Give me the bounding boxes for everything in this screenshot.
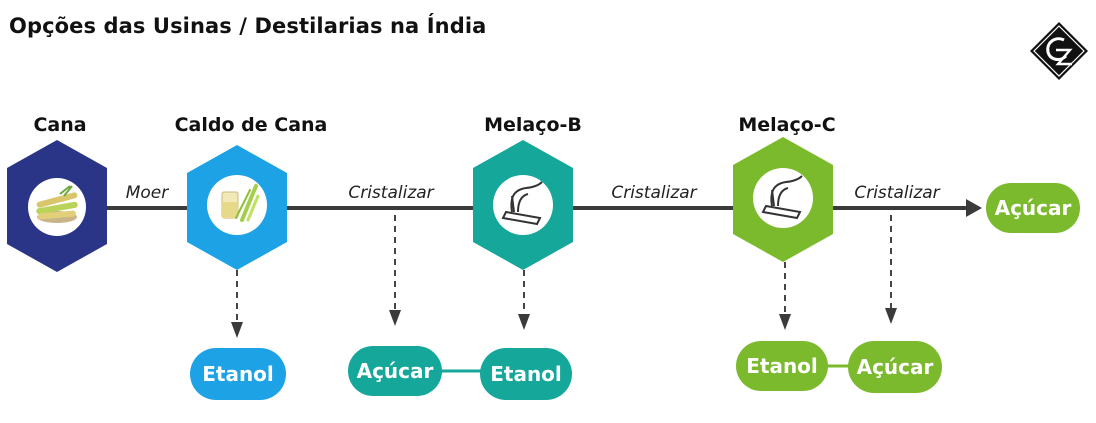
main-flow-arrowhead	[966, 199, 982, 217]
stage-melaco-c-node	[733, 137, 833, 262]
product-c-ethanol: Etanol	[736, 341, 828, 391]
stage-label-caldo: Caldo de Cana	[174, 114, 328, 136]
product-final-sugar: Açúcar	[986, 183, 1080, 233]
product-c-sugar: Açúcar	[848, 341, 942, 393]
action-label-cristalizar-1: Cristalizar	[348, 183, 434, 203]
product-b-sugar: Açúcar	[348, 346, 442, 396]
product-b-ethanol: Etanol	[480, 348, 572, 400]
stage-label-melaco-c: Melaço-C	[738, 114, 836, 136]
molasses-pour-icon	[761, 175, 803, 220]
action-label-cristalizar-2: Cristalizar	[611, 183, 697, 203]
stage-melaco-b-node	[473, 140, 573, 270]
molasses-pour-icon	[501, 181, 543, 226]
action-label-cristalizar-3: Cristalizar	[854, 183, 940, 203]
stage-label-cana: Cana	[33, 114, 87, 136]
stage-caldo-node	[187, 145, 287, 270]
sugarcane-bundle-icon	[36, 185, 78, 223]
stage-label-melaco-b: Melaço-B	[484, 114, 582, 136]
cane-juice-glass-icon	[221, 184, 260, 222]
stage-cana-node	[7, 140, 107, 272]
action-label-moer: Moer	[125, 183, 169, 203]
brand-logo	[1030, 22, 1088, 80]
product-juice-ethanol: Etanol	[190, 348, 286, 400]
page-title: Opções das Usinas / Destilarias na Índia	[9, 14, 487, 38]
